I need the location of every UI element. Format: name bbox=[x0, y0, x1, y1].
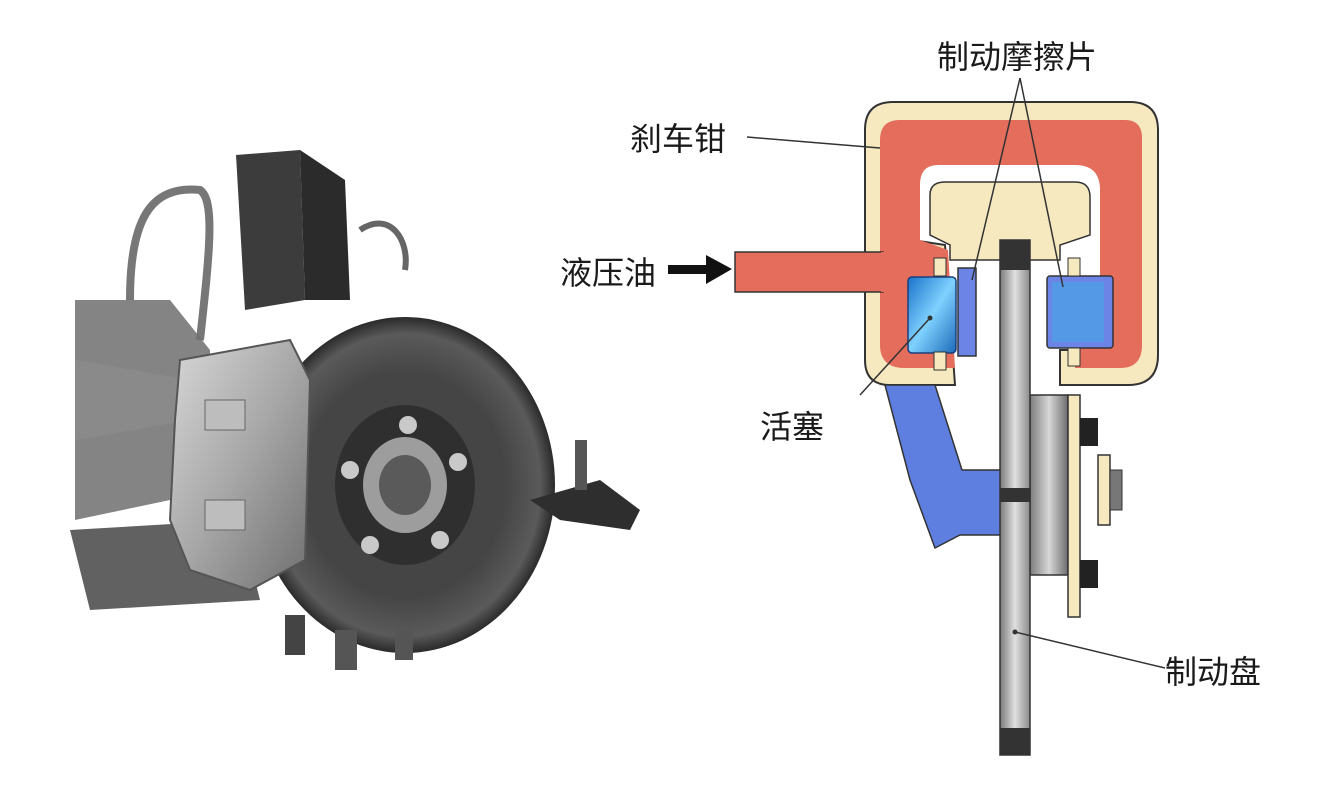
caliper-bracket bbox=[884, 384, 1006, 550]
label-piston: 活塞 bbox=[760, 408, 824, 446]
label-hydraulic-fluid: 液压油 bbox=[560, 254, 656, 292]
label-brake-pads: 制动摩擦片 bbox=[937, 38, 1097, 76]
brake-assembly-photo bbox=[70, 150, 640, 670]
caliper-diagram bbox=[668, 77, 1166, 756]
piston bbox=[907, 276, 957, 354]
leader-lines bbox=[746, 77, 1166, 669]
brake-pad-left bbox=[957, 267, 977, 357]
brake-disc bbox=[999, 239, 1031, 756]
label-caliper: 刹车钳 bbox=[630, 120, 726, 158]
fluid-inlet-pipe bbox=[734, 251, 884, 293]
fluid-arrow bbox=[668, 255, 732, 284]
wheel-hub bbox=[1029, 394, 1123, 618]
label-brake-disc: 制动盘 bbox=[1165, 653, 1261, 691]
